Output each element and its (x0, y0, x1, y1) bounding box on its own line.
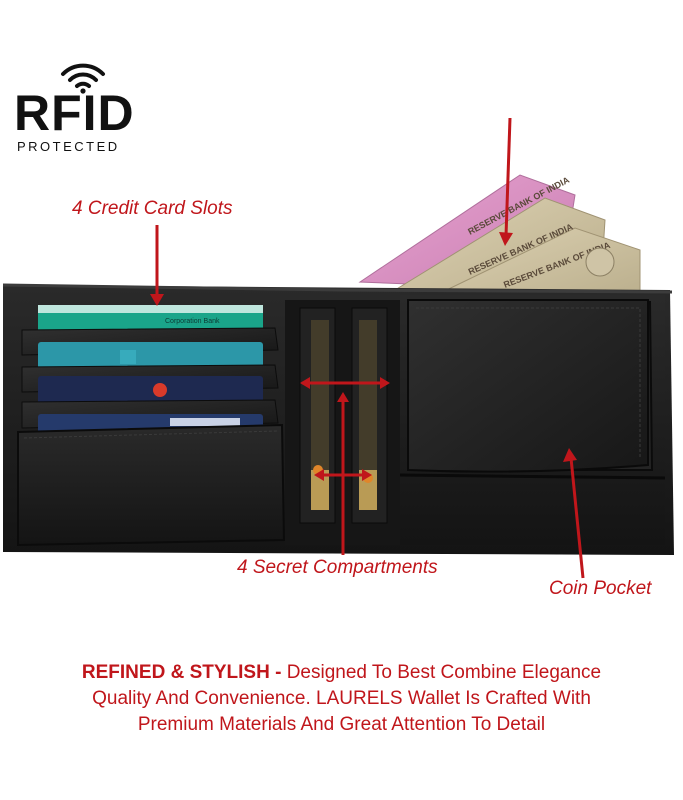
rfid-subtitle: PROTECTED (17, 139, 120, 154)
callout-card-slots: 4 Credit Card Slots (72, 198, 233, 219)
arrow-head-right (380, 377, 390, 389)
rfid-title: RFID (14, 85, 135, 141)
card-navy (38, 376, 263, 404)
arrow-head-coin (563, 448, 577, 462)
card-teal (38, 342, 263, 370)
arrow-head-up (337, 392, 349, 402)
caption-line-3: Premium Materials And Great Attention To… (137, 714, 546, 735)
caption-line-1: Designed To Best Combine Elegance (286, 662, 602, 683)
rfid-signal-icon (61, 63, 105, 94)
card-slots: Corporation Bank (17, 305, 286, 547)
caption-line-2: Quality And Convenience. LAURELS Wallet … (92, 688, 591, 709)
callout-secret-compartments: 4 Secret Compartments (237, 557, 438, 578)
product-caption: REFINED & STYLISH - Designed To Best Com… (0, 660, 683, 738)
callout-coin-pocket: Coin Pocket (549, 578, 652, 599)
arrow-head-card (150, 294, 164, 306)
arrow-head-left (300, 377, 310, 389)
card-label: Corporation Bank (165, 318, 220, 325)
callout-arrows (150, 117, 585, 579)
caption-lead: REFINED & STYLISH - (81, 662, 287, 683)
coin-pocket (399, 295, 666, 545)
banknotes: RESERVE BANK OF INDIA RESERVE BANK OF IN… (358, 174, 641, 306)
arrow-head-notes (499, 232, 513, 246)
